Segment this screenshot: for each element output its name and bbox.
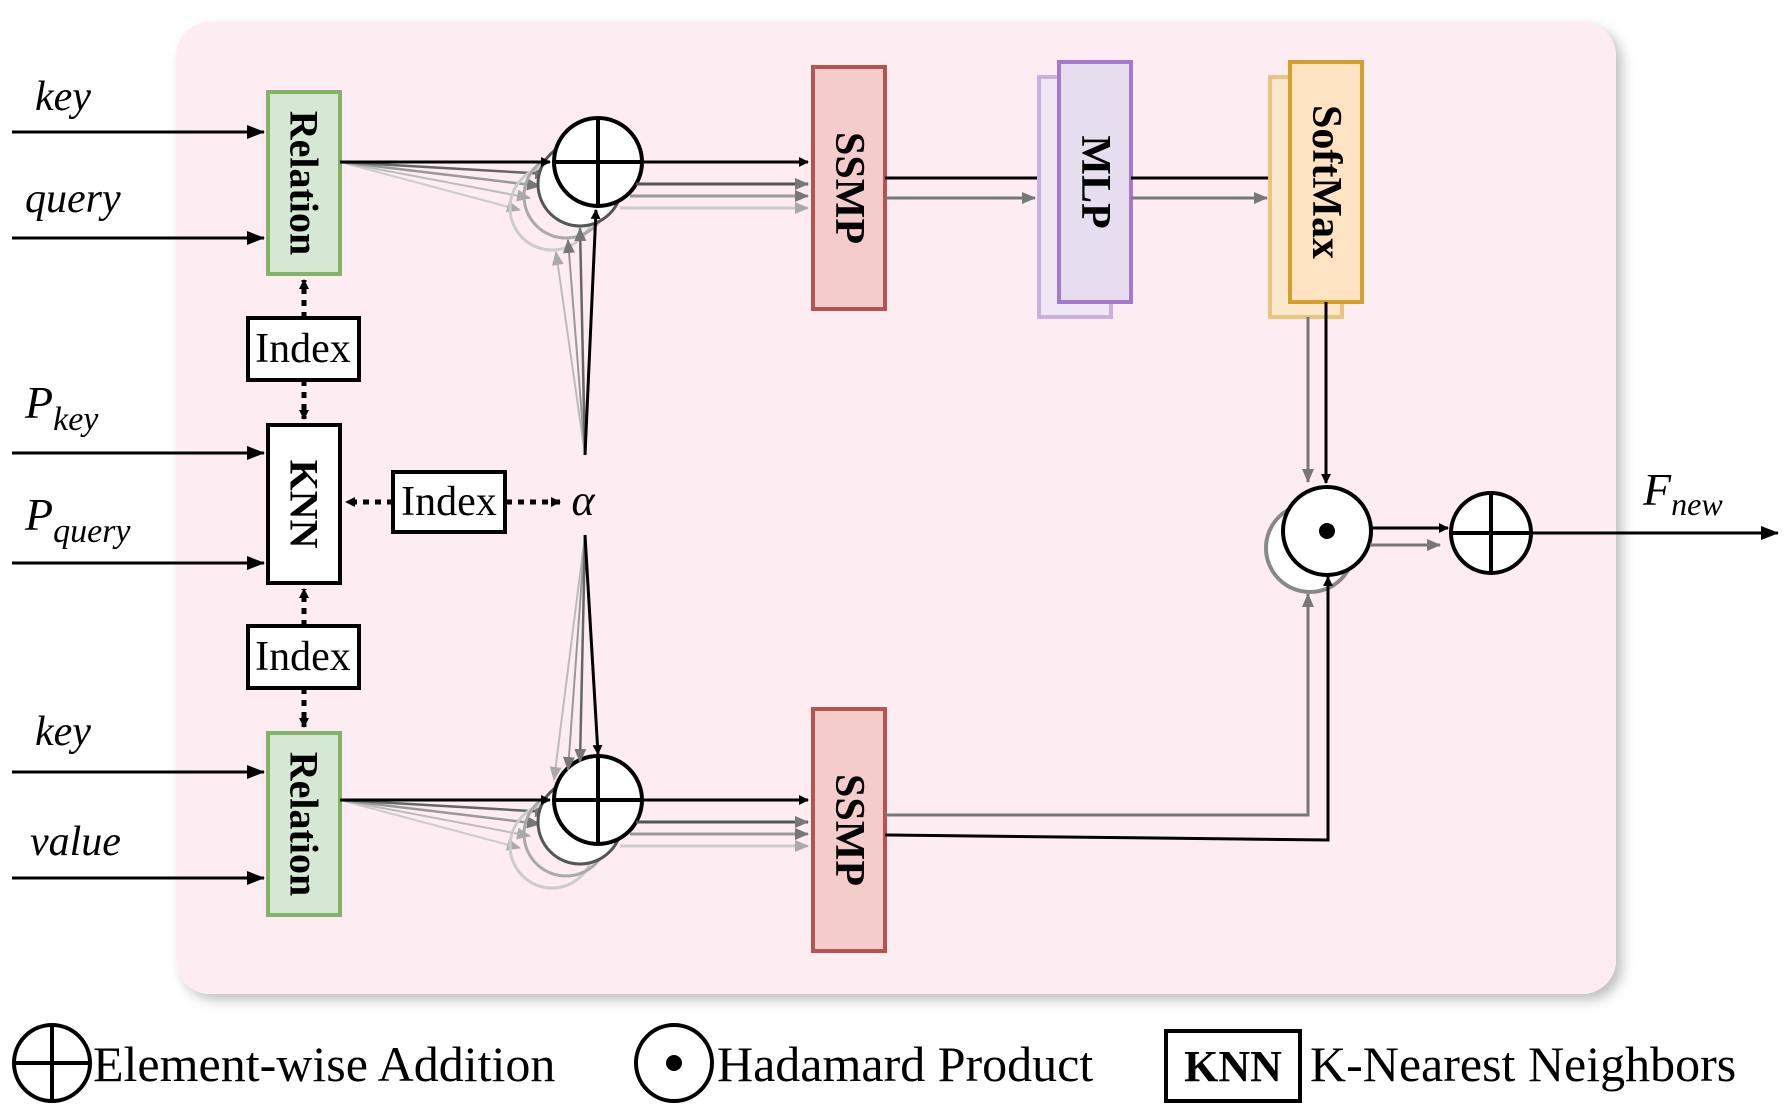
svg-text:SoftMax: SoftMax xyxy=(1303,105,1349,259)
bottom-fan-lines xyxy=(339,798,549,851)
svg-text:KNN: KNN xyxy=(282,460,327,549)
svg-text:SSMP: SSMP xyxy=(826,774,872,886)
input-label-value: value xyxy=(30,819,121,865)
legend-addition-label: Element-wise Addition xyxy=(93,1036,555,1092)
mlp-block: MLP xyxy=(1037,60,1133,319)
ssmp-bottom-block: SSMP xyxy=(811,707,887,953)
svg-text:SSMP: SSMP xyxy=(826,132,872,244)
svg-text:Relation: Relation xyxy=(282,752,327,896)
top-fan-lines xyxy=(339,160,549,213)
input-label-p-query: Pquery xyxy=(24,489,131,550)
add-bottom-to-ssmp-lines xyxy=(620,795,809,852)
legend-hadamard-label: Hadamard Product xyxy=(717,1036,1093,1092)
index-dotted-arrows xyxy=(299,279,561,728)
ssmp-bottom-to-hadamard-shadow xyxy=(885,593,1314,817)
index-box-middle: Index xyxy=(391,470,507,534)
svg-text:Index: Index xyxy=(255,634,351,680)
softmax-block: SoftMax xyxy=(1268,60,1364,319)
add-circle-bottom xyxy=(552,754,644,846)
input-label-key-bottom: key xyxy=(35,709,91,755)
input-label-query: query xyxy=(25,176,121,222)
svg-text:Index: Index xyxy=(255,326,351,372)
input-label-p-key: Pkey xyxy=(24,377,99,438)
output-label: Fnew xyxy=(1642,464,1723,522)
alpha-down-lines xyxy=(549,534,603,781)
add-circle-top xyxy=(552,116,644,208)
alpha-up-lines xyxy=(551,209,601,456)
ssmp-top-block: SSMP xyxy=(811,65,887,311)
index-box-top: Index xyxy=(246,316,361,382)
hadamard-circle xyxy=(1264,485,1373,594)
input-arrows xyxy=(12,125,265,885)
final-add-circle xyxy=(1449,491,1533,575)
legend: Element-wise Addition Hadamard Product K… xyxy=(12,1023,1736,1103)
legend-hadamard-icon xyxy=(634,1023,714,1103)
svg-text:KNN: KNN xyxy=(1184,1042,1282,1091)
legend-addition-icon xyxy=(12,1023,92,1103)
alpha-label: α xyxy=(571,476,595,525)
background-panel xyxy=(176,22,1616,994)
relation-bottom-block: Relation xyxy=(266,731,342,917)
legend-knn-box: KNN xyxy=(1164,1029,1302,1103)
add-top-to-ssmp-lines xyxy=(620,157,809,214)
svg-text:Relation: Relation xyxy=(282,111,327,255)
index-box-bottom: Index xyxy=(246,624,361,690)
legend-knn-label: K-Nearest Neighbors xyxy=(1310,1036,1736,1092)
relation-top-block: Relation xyxy=(266,90,342,276)
input-label-key-top: key xyxy=(35,74,91,120)
knn-block: KNN xyxy=(266,423,342,585)
svg-text:Index: Index xyxy=(401,479,497,525)
ssmp-bottom-to-hadamard xyxy=(884,576,1333,842)
svg-text:MLP: MLP xyxy=(1072,135,1118,228)
